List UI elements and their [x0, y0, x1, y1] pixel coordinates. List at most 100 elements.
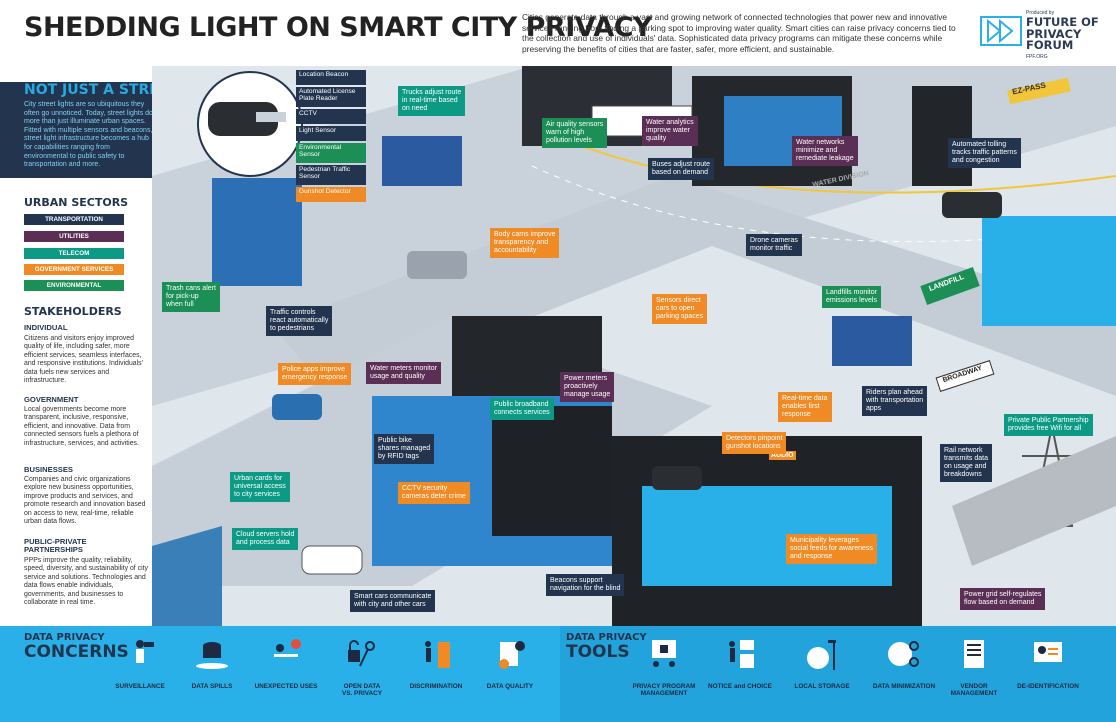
callout-water-analytics: Water analytics improve water quality — [642, 116, 698, 146]
tool-label: VENDOR MANAGEMENT — [950, 683, 998, 698]
header: SHEDDING LIGHT ON SMART CITY PRIVACY Cit… — [0, 0, 1116, 66]
city-illustration: EZ-PASS LANDFILL BROADWAY WATER DIVISION… — [152, 66, 1116, 626]
urban-sectors-title: URBAN SECTORS — [24, 196, 129, 209]
stakeholder-heading: PUBLIC-PRIVATE PARTNERSHIPS — [24, 537, 87, 555]
street-light-sensor-list: Location Beacon Automated License Plate … — [296, 70, 366, 204]
callout-landfills: Landfills monitor emissions levels — [822, 286, 881, 308]
sensor-label: Light Sensor — [296, 126, 366, 141]
callout-parking: Sensors direct cars to open parking spac… — [652, 294, 708, 324]
tool-de-identification: DE-IDENTIFICATION — [1012, 636, 1084, 690]
callout-cloud: Cloud servers hold and process data — [232, 528, 299, 550]
callout-tolling: Automated tolling tracks traffic pattern… — [948, 138, 1021, 168]
callout-gunshot: Detectors pinpoint gunshot locations — [722, 432, 787, 454]
concern-label: SURVEILLANCE — [115, 683, 165, 690]
concern-label: UNEXPECTED USES — [254, 683, 318, 690]
org-url: FPF.ORG — [1026, 54, 1048, 60]
surveillance-icon — [136, 640, 154, 663]
callout-water-networks: Water networks minimize and remediate le… — [792, 136, 858, 166]
street-light-body: City street lights are so ubiquitous the… — [24, 101, 153, 169]
concern-label: OPEN DATA VS. PRIVACY — [341, 683, 382, 698]
callout-buses: Buses adjust route based on demand — [648, 158, 714, 180]
concern-open-data: OPEN DATA VS. PRIVACY — [326, 636, 398, 697]
lock-key-icon — [348, 640, 375, 667]
tool-notice-choice: NOTICE and CHOICE — [704, 636, 776, 690]
callout-ppp-wifi: Private Public Partnership provides free… — [1004, 414, 1093, 436]
fast-forward-logo-icon — [980, 16, 1022, 46]
tool-vendor-management: VENDOR MANAGEMENT — [938, 636, 1010, 697]
sensor-label: Environmental Sensor — [296, 143, 366, 163]
callout-air-quality: Air quality sensors warn of high polluti… — [542, 118, 608, 148]
notice-choice-icon — [729, 640, 754, 668]
sector-utilities: UTILITIES — [24, 231, 124, 242]
produced-by-label: Produced by — [1026, 10, 1055, 16]
callout-trucks: Trucks adjust route in real-time based o… — [398, 86, 466, 116]
callout-social: Municipality leverages social feeds for … — [786, 534, 877, 564]
org-name: FUTURE OF PRIVACY FORUM — [1026, 15, 1099, 52]
intro-text: Cities generate data through a vast and … — [522, 12, 956, 54]
concern-unexpected-uses: UNEXPECTED USES — [250, 636, 322, 690]
local-storage-icon — [807, 640, 836, 670]
callout-water-meters: Water meters monitor usage and quality — [366, 362, 442, 384]
sensor-label: Gunshot Detector — [296, 187, 366, 202]
concern-label: DISCRIMINATION — [409, 683, 463, 690]
callout-bike: Public bike shares managed by RFID tags — [374, 434, 435, 464]
concern-label: DATA QUALITY — [486, 683, 534, 690]
callout-power-meters: Power meters proactively manage usage — [560, 372, 615, 402]
callout-police: Police apps improve emergency response — [278, 363, 352, 385]
callout-beacons: Beacons support navigation for the blind — [546, 574, 625, 596]
stakeholders-title: STAKEHOLDERS — [24, 305, 122, 318]
callout-broadband: Public broadband connects services — [490, 398, 554, 420]
concerns-title-small: DATA PRIVACY — [24, 632, 105, 643]
tool-label: DATA MINIMIZATION — [872, 683, 936, 690]
sector-government: GOVERNMENT SERVICES — [24, 264, 124, 275]
callout-drone: Drone cameras monitor traffic — [746, 234, 802, 256]
stakeholder-heading: GOVERNMENT — [24, 395, 79, 404]
concern-discrimination: DISCRIMINATION — [400, 636, 472, 690]
callout-traffic-controls: Traffic controls react automatically to … — [266, 306, 333, 336]
callout-trash: Trash cans alert for pick-up when full — [162, 282, 220, 312]
sector-environmental: ENVIRONMENTAL — [24, 280, 124, 291]
concern-data-spills: DATA SPILLS — [176, 636, 248, 690]
concerns-title: CONCERNS — [24, 642, 129, 662]
vendor-management-icon — [964, 640, 984, 668]
fpf-logo[interactable]: Produced by FUTURE OF PRIVACY FORUM FPF.… — [980, 8, 1110, 62]
callout-smart-cars: Smart cars communicate with city and oth… — [350, 590, 436, 612]
callout-urban-cards: Urban cards for universal access to city… — [230, 472, 290, 502]
tool-label: NOTICE and CHOICE — [708, 683, 772, 690]
tool-label: DE-IDENTIFICATION — [1017, 683, 1079, 690]
sensor-label: Location Beacon — [296, 70, 366, 85]
sensor-label: Pedestrian Traffic Sensor — [296, 165, 366, 185]
sensor-label: CCTV — [296, 109, 366, 124]
tool-label: LOCAL STORAGE — [794, 683, 850, 690]
data-spill-icon — [196, 642, 228, 669]
callout-cctv: CCTV security cameras deter crime — [398, 482, 470, 504]
stakeholder-body: Companies and civic organizations explor… — [24, 476, 146, 526]
callout-body-cams: Body cams improve transparency and accou… — [490, 228, 560, 258]
tool-program-management: PRIVACY PROGRAM MANAGEMENT — [628, 636, 700, 697]
sector-telecom: TELECOM — [24, 248, 124, 259]
de-identification-icon — [1034, 642, 1062, 662]
callout-realtime: Real-time data enables first response — [778, 392, 832, 422]
callout-riders: Riders plan ahead with transportation ap… — [862, 386, 928, 416]
callout-power-grid: Power grid self-regulates flow based on … — [960, 588, 1046, 610]
street-light-panel — [0, 82, 162, 178]
sensor-label: Automated License Plate Reader — [296, 87, 366, 107]
program-management-icon — [652, 640, 676, 667]
unexpected-uses-icon — [274, 639, 301, 657]
tool-local-storage: LOCAL STORAGE — [786, 636, 858, 690]
tools-title: TOOLS — [566, 642, 630, 662]
concern-data-quality: DATA QUALITY — [474, 636, 546, 690]
sector-transportation: TRANSPORTATION — [24, 214, 124, 225]
tool-data-minimization: DATA MINIMIZATION — [868, 636, 940, 690]
discrimination-icon — [425, 641, 450, 668]
concern-surveillance: SURVEILLANCE — [104, 636, 176, 690]
stakeholder-heading: BUSINESSES — [24, 465, 73, 474]
tools-title-small: DATA PRIVACY — [566, 632, 647, 643]
data-quality-icon — [499, 641, 525, 669]
page-title: SHEDDING LIGHT ON SMART CITY PRIVACY — [24, 12, 653, 43]
stakeholder-body: PPPs improve the quality, reliability, s… — [24, 557, 148, 607]
stakeholder-body: Local governments become more transparen… — [24, 406, 139, 447]
concern-label: DATA SPILLS — [191, 683, 233, 690]
stakeholder-heading: INDIVIDUAL — [24, 323, 68, 332]
tool-label: PRIVACY PROGRAM MANAGEMENT — [632, 683, 696, 698]
